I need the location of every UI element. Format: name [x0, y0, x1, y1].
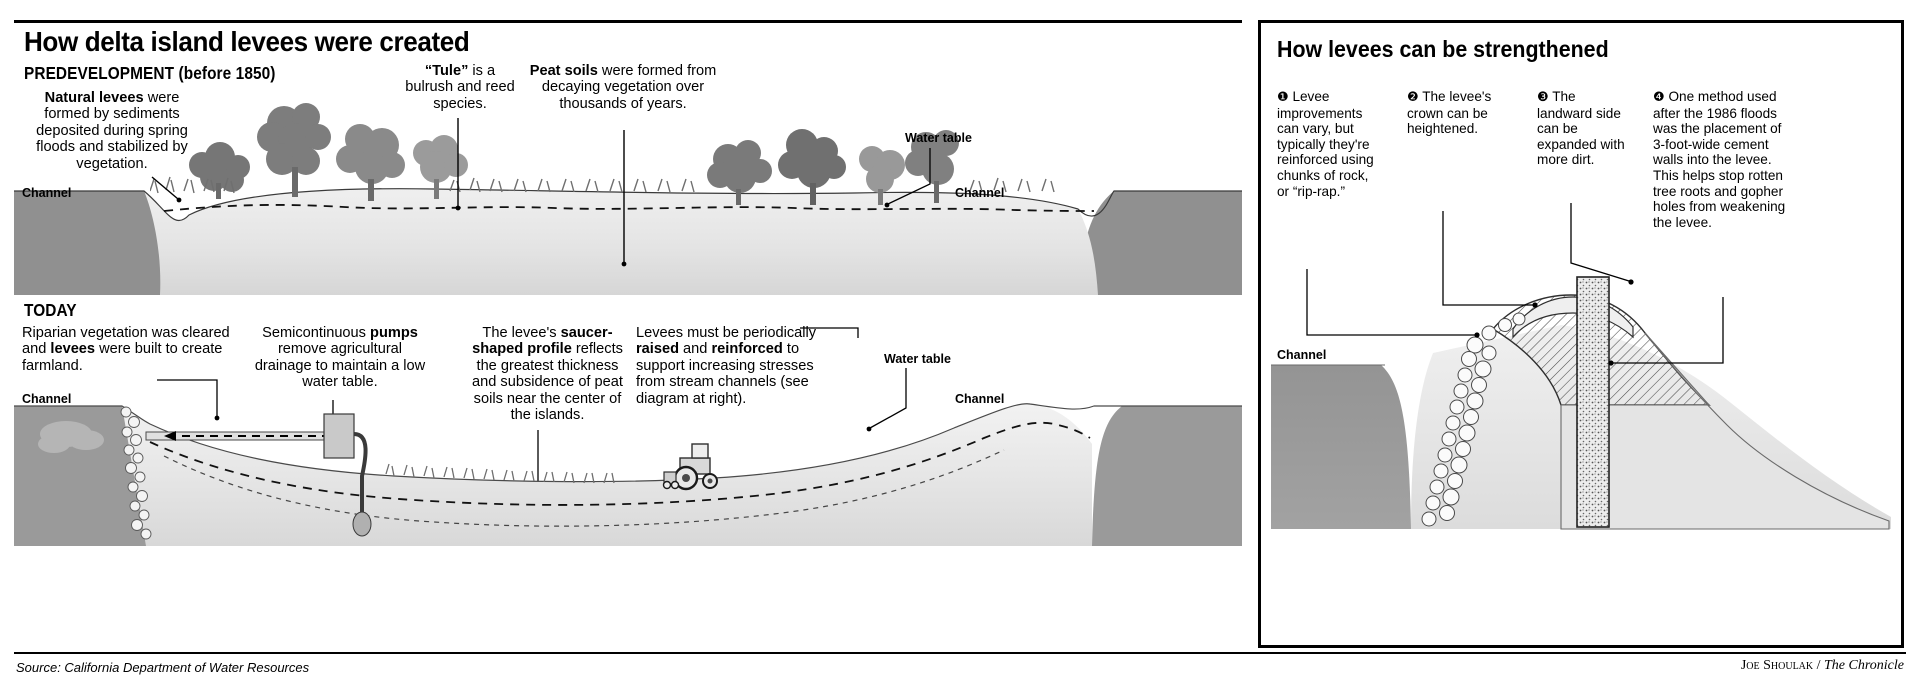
marker-3: ❸	[1537, 90, 1549, 105]
note-natural-levees-rest: were formed by sediments deposited durin…	[36, 90, 188, 172]
note-pumps-post: remove agricultural drainage to maintain…	[254, 341, 426, 391]
left-panel: How delta island levees were created PRE…	[14, 26, 1242, 546]
label-channel-left-predev: Channel	[22, 186, 72, 200]
right-panel-leaders	[1306, 203, 1724, 366]
note-saucer: The levee's saucer-shaped profile reflec…	[465, 325, 630, 423]
levee-cross-section	[1271, 276, 1891, 530]
right-panel-title: How levees can be strengthened	[1277, 36, 1609, 62]
label-channel-right-today: Channel	[955, 392, 1005, 406]
note-saucer-post: reflects the greatest thickness and subs…	[472, 341, 623, 424]
marker-1: ❶	[1277, 90, 1289, 105]
credit-line: Joe Shoulak / The Chronicle	[1741, 658, 1904, 674]
note-raised-post: to support increasing stresses from stre…	[636, 341, 814, 407]
note-raised-bold2: reinforced	[711, 341, 783, 358]
label-channel-left-today: Channel	[22, 392, 72, 406]
marker-4: ❹	[1653, 90, 1665, 105]
note-riparian-bold: levees	[50, 341, 96, 358]
leader-water-table-predev	[884, 148, 931, 208]
right-note-2-text: The levee's crown can be heightened.	[1407, 89, 1492, 137]
right-note-2: ❷ The levee's crown can be heightened.	[1407, 89, 1499, 137]
top-rule	[14, 20, 1242, 23]
note-tule-bold: “Tule”	[424, 63, 469, 79]
note-pumps-bold: pumps	[370, 325, 418, 341]
label-water-table-predev: Water table	[905, 131, 972, 145]
right-note-4-text: One method used after the 1986 floods wa…	[1653, 89, 1786, 230]
label-channel-right-predev: Channel	[955, 186, 1005, 200]
right-panel: How levees can be strengthened ❶ Levee i…	[1258, 20, 1904, 648]
note-tule-rest: is a bulrush and reed species.	[405, 63, 515, 112]
note-saucer-pre: The levee's	[482, 325, 561, 341]
leader-tule	[455, 118, 461, 211]
leader-riparian	[157, 379, 220, 421]
note-pumps-pre: Semicontinuous	[262, 325, 371, 341]
right-note-1: ❶ Levee improvements can vary, but typic…	[1277, 89, 1377, 199]
source-note: Source: California Department of Water R…	[16, 660, 310, 675]
right-note-3-text: The landward side can be expanded with m…	[1537, 89, 1625, 168]
page-title: How delta island levees were created	[24, 26, 470, 57]
note-riparian-post: were built to create farmland.	[22, 341, 223, 374]
note-peat-rest: were formed from decaying vegetation ove…	[541, 63, 717, 112]
footer-rule	[14, 652, 1906, 654]
note-natural-levees: Natural levees were formed by sediments …	[22, 90, 202, 172]
note-raised-mid: and	[679, 341, 712, 358]
note-natural-levees-bold: Natural levees	[44, 90, 144, 106]
predevelopment-diagram	[14, 188, 1242, 295]
marker-2: ❷	[1407, 90, 1419, 105]
note-saucer-bold: saucer-shaped profile	[472, 325, 613, 358]
today-diagram	[14, 403, 1242, 546]
note-raised-reinforced: Levees must be periodically raised and r…	[636, 325, 836, 407]
note-pumps: Semicontinuous pumps remove agricultural…	[250, 325, 430, 391]
leader-raised	[800, 327, 859, 338]
credit-author: Joe Shoulak	[1740, 658, 1814, 673]
section-title-predevelopment: PREDEVELOPMENT (before 1850)	[24, 63, 276, 83]
note-raised-bold1: raised	[636, 341, 679, 358]
note-peat-soils: Peat soils were formed from decaying veg…	[528, 63, 718, 112]
predevelopment-vegetation	[150, 103, 1055, 205]
leader-natural-levees	[151, 176, 182, 203]
label-water-table-today: Water table	[884, 352, 951, 366]
leader-water-table-today	[866, 368, 907, 432]
label-channel-right-panel: Channel	[1277, 348, 1327, 362]
credit-separator: /	[1813, 658, 1825, 673]
note-peat-bold: Peat soils	[529, 63, 598, 79]
section-title-today: TODAY	[24, 300, 77, 320]
note-tule: “Tule” is a bulrush and reed species.	[400, 63, 520, 112]
right-note-3: ❸ The landward side can be expanded with…	[1537, 89, 1627, 168]
leader-peat	[621, 130, 627, 267]
note-riparian: Riparian vegetation was cleared and leve…	[22, 325, 237, 374]
note-riparian-pre: Riparian vegetation was cleared and	[22, 325, 230, 358]
right-note-1-text: Levee improvements can vary, but typical…	[1277, 89, 1374, 199]
credit-publication: The Chronicle	[1824, 658, 1904, 673]
right-note-4: ❹ One method used after the 1986 floods …	[1653, 89, 1791, 230]
note-raised-pre: Levees must be periodically	[636, 325, 817, 341]
